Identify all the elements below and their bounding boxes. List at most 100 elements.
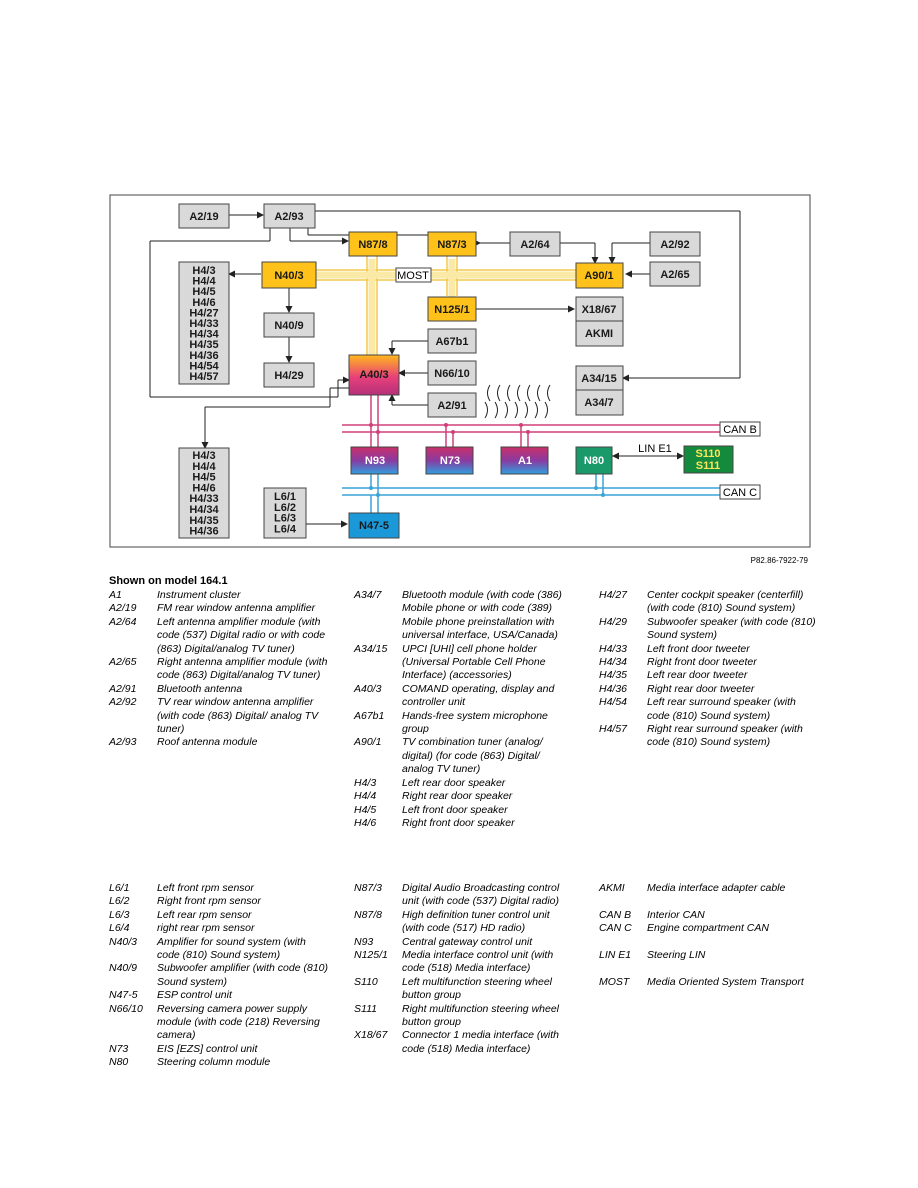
legend-caption: Shown on model 164.1 bbox=[109, 575, 228, 587]
legend-entry: CAN B Interior CAN bbox=[599, 909, 819, 922]
group-label: H4/4 bbox=[192, 461, 216, 473]
legend-description: Left rear surround speaker (with code (8… bbox=[647, 696, 796, 722]
legend-code: H4/57 bbox=[599, 723, 628, 736]
legend-description: Left antenna amplifier module (with code… bbox=[157, 615, 326, 655]
legend-code: N87/3 bbox=[354, 882, 383, 894]
group-label: H4/34 bbox=[189, 504, 219, 516]
legend-description: Interior CAN bbox=[647, 908, 705, 921]
group-label: H4/5 bbox=[192, 286, 215, 298]
legend-code: L6/2 bbox=[109, 895, 130, 908]
legend-description: Steering LIN bbox=[647, 949, 706, 961]
group-label: L6/2 bbox=[274, 502, 296, 514]
label-n125-1: N125/1 bbox=[434, 304, 469, 316]
legend-code: A40/3 bbox=[354, 682, 382, 695]
label-s110: S110 bbox=[695, 448, 720, 460]
legend-code: A2/91 bbox=[109, 682, 137, 695]
group-label: H4/33 bbox=[189, 318, 218, 330]
legend-description: Right rear door tweeter bbox=[647, 682, 755, 695]
legend-description: Reversing camera power supply module (wi… bbox=[157, 1002, 320, 1042]
legend-description: Left rear door speaker bbox=[402, 776, 506, 789]
label-a1: A1 bbox=[518, 455, 532, 467]
label-a67b1: A67b1 bbox=[435, 336, 468, 348]
wiring-diagram: A2/19 A2/93 N87/8 N87/3 A2/64 A2/92 N40/… bbox=[109, 194, 811, 548]
node-n66-10-box bbox=[427, 360, 477, 386]
legend-code: A67b1 bbox=[354, 709, 385, 722]
label-a2-91: A2/91 bbox=[437, 400, 466, 412]
group-label: H4/35 bbox=[189, 515, 218, 527]
legend-description: Right rear door speaker bbox=[402, 790, 513, 803]
can-b-label-box bbox=[719, 421, 761, 437]
legend-entry: A90/1 TV combination tuner (analog/ digit… bbox=[354, 736, 574, 776]
legend-code: A34/7 bbox=[354, 589, 382, 601]
node-a2-65-box bbox=[649, 261, 701, 287]
legend-code: AKMI bbox=[599, 882, 625, 894]
legend-code: A2/93 bbox=[109, 736, 137, 749]
node-a90-1-box bbox=[575, 262, 624, 289]
legend-code: A2/65 bbox=[109, 656, 137, 669]
legend-code: H4/35 bbox=[599, 669, 628, 682]
legend-code: MOST bbox=[599, 975, 630, 988]
label-a2-64: A2/64 bbox=[520, 239, 550, 251]
node-n87-8-box bbox=[348, 231, 398, 257]
node-a2-93-box bbox=[263, 203, 316, 229]
legend-description: Connector 1 media interface (with code (… bbox=[402, 1029, 559, 1055]
legend-code: N87/8 bbox=[354, 908, 383, 921]
legend-description: Hands-free system microphone group bbox=[402, 709, 548, 736]
group-label: H4/57 bbox=[189, 371, 218, 383]
node-a1-box bbox=[500, 446, 549, 475]
label-n80: N80 bbox=[584, 455, 604, 467]
bluetooth-waves-icon bbox=[484, 384, 551, 419]
legend-description: Media interface control unit (with code … bbox=[402, 949, 554, 975]
label-a90-1: A90/1 bbox=[584, 270, 613, 282]
legend-code: L6/1 bbox=[109, 882, 130, 894]
node-h4-29-box bbox=[263, 362, 315, 388]
legend-code: N40/9 bbox=[109, 962, 138, 975]
legend-description: right rear rpm sensor bbox=[157, 922, 255, 935]
legend-code: A1 bbox=[109, 589, 122, 601]
can-b-bus bbox=[342, 424, 760, 433]
legend-description: Media Oriented System Transport bbox=[647, 975, 804, 988]
can-c-bus bbox=[342, 487, 760, 496]
legend-code: CAN B bbox=[599, 908, 632, 921]
label-n93: N93 bbox=[365, 455, 385, 467]
group-label: H4/35 bbox=[189, 339, 218, 351]
legend-code: A90/1 bbox=[354, 736, 382, 749]
legend-entry: A2/93 Roof antenna module bbox=[109, 736, 329, 749]
legend-description: TV rear window antenna amplifier (with c… bbox=[157, 696, 319, 736]
legend-code: H4/4 bbox=[354, 790, 377, 803]
label-n40-9: N40/9 bbox=[274, 320, 303, 332]
label-n66-10: N66/10 bbox=[434, 368, 469, 380]
sensor-group-box bbox=[263, 487, 307, 539]
node-a2-92-box bbox=[649, 231, 701, 257]
legend-entry: A34/7 Bluetooth module (with code (386) M… bbox=[354, 589, 574, 643]
legend-description: Left rear door tweeter bbox=[647, 669, 748, 682]
label-n47-5: N47-5 bbox=[359, 520, 389, 532]
legend-code: N93 bbox=[354, 935, 374, 948]
legend-description: TV combination tuner (analog/ digital) (… bbox=[402, 736, 543, 776]
group-label: H4/27 bbox=[189, 307, 218, 319]
legend-description: Central gateway control unit bbox=[402, 935, 533, 948]
node-n93-box bbox=[350, 446, 399, 475]
label-a2-65: A2/65 bbox=[660, 269, 689, 281]
node-n80-box bbox=[575, 446, 613, 475]
legend-description: Roof antenna module bbox=[157, 736, 258, 749]
legend-description: Bluetooth module (with code (386) Mobile… bbox=[402, 589, 562, 642]
